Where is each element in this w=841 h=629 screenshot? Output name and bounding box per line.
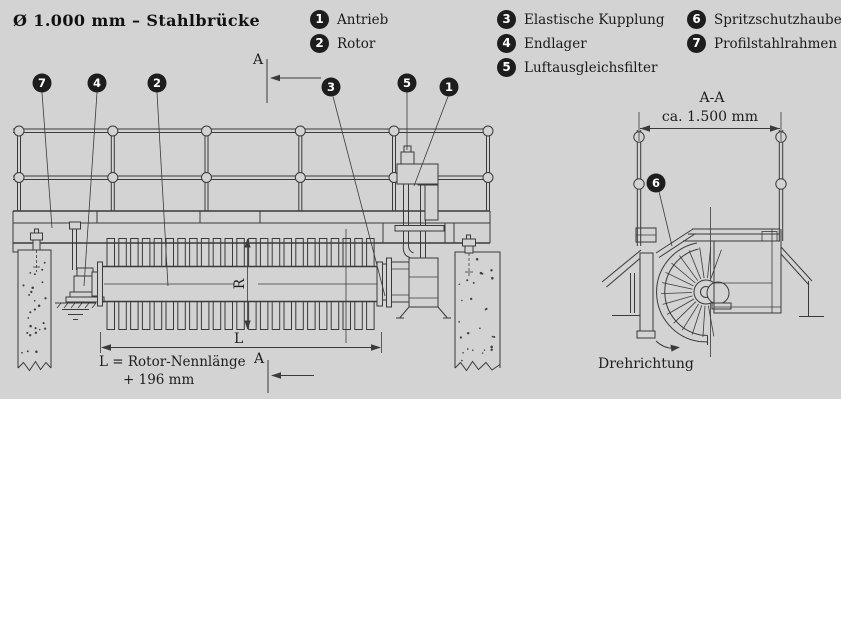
- hood-top-frame: [683, 228, 780, 242]
- right-concrete-pillar: [454, 234, 501, 372]
- legend-item-label: Elastische Kupplung: [524, 11, 665, 28]
- legend-item: 3 Elastische Kupplung: [497, 10, 664, 29]
- svg-text:7: 7: [38, 76, 46, 90]
- ground-symbol: [55, 302, 97, 320]
- callout-6: 6: [646, 173, 666, 193]
- section-title: A-A: [699, 90, 726, 106]
- svg-text:4: 4: [93, 76, 101, 90]
- svg-text:3: 3: [327, 80, 335, 94]
- railing-balls: [13, 125, 494, 183]
- gearbox: [408, 257, 439, 308]
- drawing-callouts: 7 4 2 3 5 1 6: [32, 73, 666, 193]
- legend-item-label: Luftausgleichsfilter: [524, 59, 658, 76]
- callout-1: 1: [439, 77, 459, 97]
- svg-text:1: 1: [445, 80, 453, 94]
- svg-text:A: A: [252, 52, 264, 68]
- legend-item-label: Rotor: [337, 35, 376, 52]
- left-anchor-bolt: [30, 228, 43, 272]
- gearbox-legs: [396, 306, 451, 319]
- legend-item: 5 Luftausgleichsfilter: [497, 58, 664, 77]
- radius-label: R: [232, 278, 248, 289]
- pipe-elbow: [402, 243, 414, 258]
- hub-bearing: [706, 281, 730, 305]
- legend-number-badge: 2: [310, 34, 329, 53]
- rotation-direction-label: Drehrichtung: [598, 356, 694, 372]
- left-concrete-pillar: [17, 228, 52, 372]
- callout-3: 3: [321, 77, 341, 97]
- callout-7: 7: [32, 73, 52, 93]
- main-side-view: R L L = Rotor-Nennlänge + 196 mm A: [12, 52, 501, 393]
- callout-6-leader: [658, 191, 673, 247]
- air-filter-cap: [403, 145, 412, 153]
- deck-flange-plate: [394, 225, 445, 232]
- bridge-railing: [13, 125, 494, 211]
- legend-number-badge: 6: [687, 10, 706, 29]
- rotation-direction: Drehrichtung: [598, 340, 694, 372]
- section-railing-posts: [633, 130, 787, 246]
- right-brace: [780, 246, 824, 317]
- right-frame-box: [713, 229, 782, 314]
- legend-number-badge: 4: [497, 34, 516, 53]
- legend-number-badge: 5: [497, 58, 516, 77]
- callout-2: 2: [147, 73, 167, 93]
- legend-item: 7 Profilstahlrahmen: [687, 34, 841, 53]
- callout-5: 5: [397, 73, 417, 93]
- legend-item: 6 Spritzschutzhaube: [687, 10, 841, 29]
- section-width-label: ca. 1.500 mm: [662, 109, 758, 125]
- right-anchor-bolt: [462, 234, 476, 278]
- bridge-deck-frame: [12, 210, 491, 253]
- legend-item-label: Endlager: [524, 35, 587, 52]
- legend-column-2: 3 Elastische Kupplung 4 Endlager 5 Lufta…: [497, 10, 664, 82]
- rotor-section-blades: [660, 247, 722, 337]
- drive-column: [424, 184, 439, 221]
- rotor: [91, 229, 383, 343]
- elastic-coupling: [382, 257, 410, 308]
- legend-column-1: 1 Antrieb 2 Rotor: [310, 10, 388, 58]
- svg-text:A: A: [253, 351, 265, 367]
- rotor-length-note: L = Rotor-Nennlänge + 196 mm: [99, 354, 246, 388]
- legend-item: 1 Antrieb: [310, 10, 388, 29]
- svg-text:5: 5: [403, 76, 411, 90]
- legend-item-label: Profilstahlrahmen: [714, 35, 838, 52]
- hub-bearing-foot: [711, 302, 732, 310]
- left-support: [612, 273, 641, 316]
- length-label: L: [234, 331, 243, 347]
- splash-guard-hood: [635, 227, 708, 345]
- rotor-paddles-top: [106, 238, 375, 267]
- legend-item: 2 Rotor: [310, 34, 388, 53]
- dimension-l: L: [100, 331, 382, 353]
- section-width-dimension: A-A ca. 1.500 mm: [638, 90, 782, 141]
- section-marker-a-top: A: [252, 52, 321, 103]
- concrete-texture: [21, 258, 496, 362]
- drive-box: [396, 163, 439, 185]
- left-brace: [601, 249, 645, 288]
- callout-4: 4: [87, 73, 107, 93]
- legend-number-badge: 3: [497, 10, 516, 29]
- rotor-paddles-bottom: [106, 301, 375, 330]
- drive-assembly: [394, 145, 451, 319]
- length-note-line2: + 196 mm: [123, 372, 194, 388]
- legend-number-badge: 1: [310, 10, 329, 29]
- legend-item-label: Antrieb: [337, 11, 389, 28]
- motor: [400, 151, 415, 165]
- legend-number-badge: 7: [687, 34, 706, 53]
- svg-text:6: 6: [652, 176, 660, 190]
- legend-column-3: 6 Spritzschutzhaube 7 Profilstahlrahmen: [687, 10, 841, 58]
- legend-item: 4 Endlager: [497, 34, 664, 53]
- section-view-aa: A-A ca. 1.500 mm Drehrichtung: [598, 90, 824, 372]
- drawing-title: Ø 1.000 mm – Stahlbrücke: [13, 11, 261, 30]
- legend-item-label: Spritzschutzhaube: [714, 11, 841, 28]
- length-note-line1: L = Rotor-Nennlänge: [99, 354, 246, 370]
- section-marker-a-bottom: A: [253, 351, 314, 393]
- callout-leader-lines: [41, 92, 449, 297]
- dimension-r: R: [232, 238, 251, 330]
- svg-text:2: 2: [153, 76, 161, 90]
